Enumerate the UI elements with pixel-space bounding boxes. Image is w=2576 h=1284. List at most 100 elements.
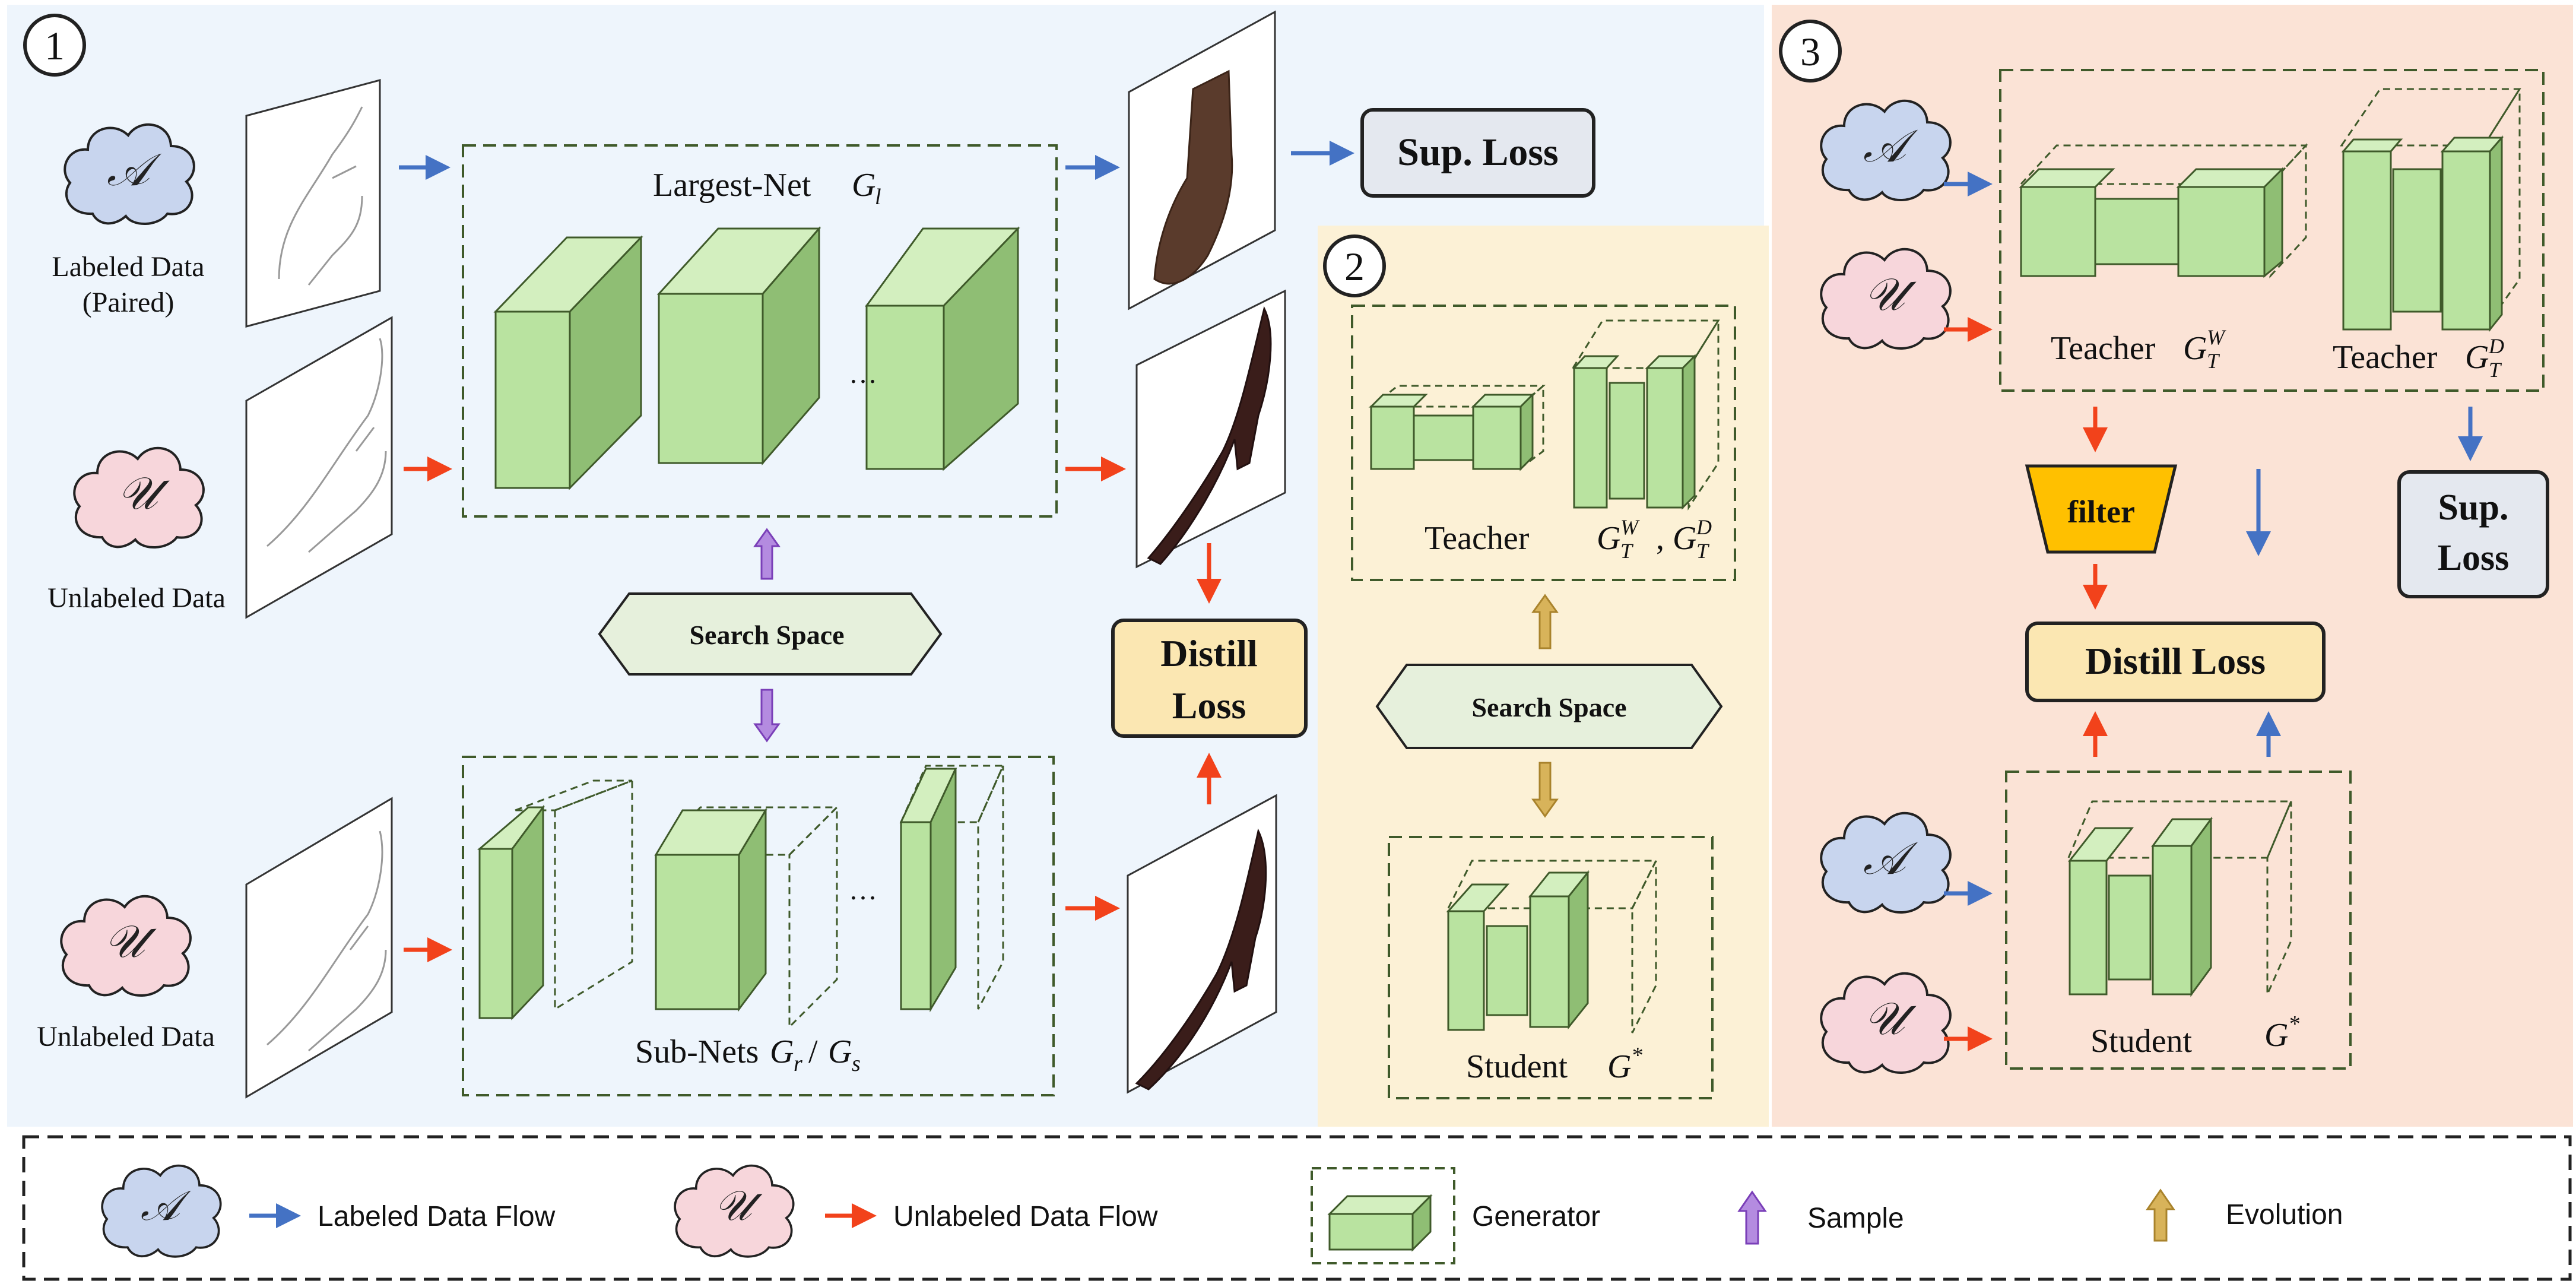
panel2-teacher-symbol-d: G — [1673, 520, 1696, 557]
panel2-teacher-comma: , — [1656, 520, 1664, 557]
filter-trapezoid — [2025, 464, 2178, 554]
panel2-teacher-d-generator — [1571, 317, 1720, 511]
legend-generator-label: Generator — [1472, 1201, 1600, 1232]
legend-labeled-flow-label: Labeled Data Flow — [318, 1201, 556, 1232]
panel3-teacher-w-superscript: W — [2207, 325, 2226, 349]
distill-loss-label-line2: Loss — [1172, 684, 1246, 727]
sub-nets-symbol-1: G — [770, 1033, 794, 1070]
panel2-student-symbol: G — [1607, 1048, 1631, 1085]
legend-labeled-cloud-icon: 𝒜 — [101, 1164, 222, 1258]
panel2-student-generator — [1446, 860, 1658, 1033]
panel2-number-badge: 2 — [1323, 234, 1386, 297]
panel3-student-generator — [2067, 800, 2293, 997]
panel2-student-label: Student — [1466, 1048, 1568, 1085]
sub-nets-slash: / — [808, 1033, 818, 1070]
panel3-unlabeled-cloud-icon-bottom: 𝒰 — [1820, 972, 1952, 1074]
panel2-search-space-label: Search Space — [1471, 692, 1626, 722]
panel3-distill-loss-label: Distill Loss — [2085, 640, 2266, 682]
largest-net-box — [462, 144, 1058, 518]
panel3-teacher-w-subscript: T — [2207, 349, 2220, 373]
largest-net-label: Largest-Net — [653, 167, 811, 204]
sub-nets-symbol-2: G — [828, 1033, 852, 1070]
distill-loss-label-line1: Distill — [1160, 632, 1258, 674]
panel3-teacher-d-superscript: D — [2488, 334, 2504, 358]
shoe-output-image-2 — [1135, 289, 1286, 569]
sub-nets-box — [462, 756, 1055, 1096]
panel2-student-superscript: * — [1631, 1043, 1642, 1068]
sample-arrow-up — [753, 528, 781, 580]
panel2-teacher-superscript-d: D — [1696, 515, 1712, 539]
panel3-teacher-w-label: Teacher — [2051, 330, 2156, 367]
panel2-teacher-symbol-w: G — [1597, 520, 1620, 557]
panel2-teacher-label: Teacher — [1425, 520, 1530, 557]
panel2-teacher-subscript-w-1: T — [1620, 539, 1634, 563]
sub-net-block-3 — [899, 765, 1005, 1013]
panel3-student-label: Student — [2090, 1023, 2193, 1060]
sample-arrow-down — [753, 689, 781, 743]
sub-nets-subscript-1: r — [794, 1051, 802, 1076]
legend-unlabeled-cloud-icon: 𝒰 — [674, 1164, 795, 1258]
panel3-teacher-d-generator — [2340, 85, 2521, 332]
shoe-output-image-3 — [1127, 794, 1277, 1094]
panel1-number: 1 — [45, 23, 65, 68]
panel3-teacher-w-generator — [2019, 143, 2308, 278]
panel3-teacher-d-symbol: G — [2465, 339, 2489, 376]
sub-nets-label: Sub-Nets — [635, 1033, 759, 1070]
panel3-student-superscript: * — [2288, 1012, 2299, 1036]
legend-box — [22, 1135, 2572, 1281]
sup-loss-box — [1360, 108, 1595, 198]
panel3-student-symbol: G — [2264, 1017, 2288, 1054]
largest-net-symbol: G — [852, 167, 875, 204]
panel3-labeled-cloud-icon-bottom: 𝒜 — [1820, 811, 1952, 914]
panel2-teacher-superscript-w: W — [1620, 515, 1640, 539]
panel3-sup-loss-line2: Loss — [2438, 538, 2510, 578]
panel3-distill-loss-box — [2025, 622, 2326, 702]
panel2-teacher-subscript-d: T — [1696, 539, 1710, 563]
sub-nets-subscript-2: s — [852, 1051, 861, 1076]
sketch-image-1 — [245, 79, 381, 328]
panel2-teacher-box — [1351, 305, 1736, 581]
panel3-sup-loss-line1: Sup. — [2438, 487, 2509, 528]
legend-sample-label: Sample — [1807, 1203, 1904, 1234]
panel3-teacher-d-subscript: T — [2489, 358, 2502, 382]
legend-evolution-arrow-icon — [2146, 1188, 2175, 1242]
largest-net-block-1 — [493, 235, 643, 490]
panel3-number-badge: 3 — [1779, 20, 1842, 83]
panel1-number-badge: 1 — [23, 14, 86, 77]
panel3-sup-loss-box — [2397, 470, 2549, 598]
panel2-number: 2 — [1344, 244, 1365, 289]
largest-net-subscript: l — [875, 185, 881, 210]
sup-loss-label: Sup. Loss — [1397, 131, 1559, 174]
sub-nets-ellipsis: … — [849, 874, 877, 906]
search-space-hexagon — [598, 592, 943, 676]
unlabeled-data-cloud-icon-top: 𝒰 — [73, 446, 205, 549]
evolution-arrow-down — [1531, 762, 1559, 818]
panel2-teacher-w-generator — [1368, 383, 1546, 471]
distill-loss-box — [1111, 619, 1308, 738]
labeled-data-cloud-icon: 𝒜 — [64, 123, 195, 226]
panel3-teacher-d-label: Teacher — [2333, 339, 2438, 376]
sub-net-block-2 — [653, 805, 839, 1029]
unlabeled-data-cloud-icon-bottom: 𝒰 — [60, 895, 192, 997]
legend-unlabeled-flow-label: Unlabeled Data Flow — [893, 1201, 1158, 1232]
panel2-search-space-hexagon — [1375, 664, 1723, 749]
largest-net-block-3 — [865, 226, 1020, 471]
panel3-teacher-box — [1999, 69, 2545, 392]
unlabeled-data-label-top: Unlabeled Data — [47, 582, 226, 614]
panel3-unlabeled-cloud-icon-top: 𝒰 — [1820, 248, 1952, 350]
largest-net-block-2 — [656, 226, 821, 466]
legend-sample-arrow-icon — [1737, 1190, 1767, 1245]
search-space-label: Search Space — [689, 620, 844, 650]
labeled-data-label: Labeled Data — [52, 251, 204, 283]
largest-net-ellipsis: … — [849, 358, 877, 389]
panel3-number: 3 — [1800, 29, 1820, 74]
filter-label: filter — [2067, 494, 2135, 530]
legend-generator-icon — [1311, 1167, 1455, 1264]
sketch-image-3 — [245, 797, 393, 1099]
labeled-data-paired-label: (Paired) — [83, 287, 175, 318]
unlabeled-data-label-bottom: Unlabeled Data — [37, 1021, 215, 1052]
legend-evolution-label: Evolution — [2226, 1199, 2343, 1231]
panel3-teacher-w-symbol: G — [2183, 330, 2207, 367]
sketch-image-2 — [245, 316, 393, 619]
